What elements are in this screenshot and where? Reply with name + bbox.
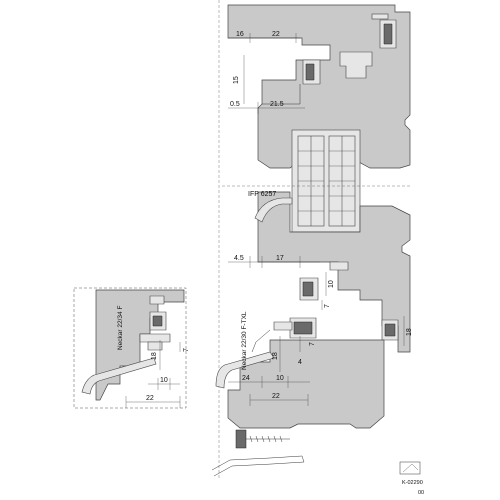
top-sash-profile [227,4,411,169]
dim-0-5: 0.5 [230,101,240,108]
detail-dim-10: 10 [160,377,168,384]
label-ifp-6257: IFP 6257 [248,191,276,198]
dim-7-right: 7 [324,304,331,308]
drawing-code: K-02290 [402,480,423,486]
dim-21-5: 21.5 [270,101,284,108]
title-block: K-02290 00 [399,461,424,496]
dim-22-top: 22 [272,31,280,38]
dim-4: 4 [298,359,302,366]
glazing-unit [222,129,410,233]
top-dimensions: 16 22 15 0.5 21.5 [228,31,305,114]
dim-10-right: 10 [328,280,335,288]
dim-10-bottom: 10 [276,375,284,382]
dim-7-mid: 7 [309,342,316,346]
middle-dimensions: 4.5 17 10 7 18 [228,255,413,346]
dim-22-bottom: 22 [272,393,280,400]
dim-15: 15 [233,76,240,84]
detail-dim-7: 7 [183,348,190,352]
middle-frame-profile [257,191,411,353]
dim-18-mid: 18 [272,352,279,360]
label-neckar-main: Neckar 22/30 F-TXL [241,311,248,370]
drawing-revision: 00 [418,490,424,496]
dim-18-right: 18 [406,328,413,336]
ifp-seal: IFP 6257 [248,191,293,223]
detail-dim-18: 18 [151,352,158,360]
label-neckar-detail: Neckar 22/34 F [117,306,124,350]
detail-view: Neckar 22/34 F 18 7 10 22 [73,287,190,409]
dim-17: 17 [276,255,284,262]
detail-dim-22: 22 [146,395,154,402]
bottom-dimensions: 18 7 4 24 10 22 [228,336,316,406]
dim-24: 24 [242,375,250,382]
dim-16: 16 [236,31,244,38]
dim-4-5: 4.5 [234,255,244,262]
fixing-screw [211,429,305,477]
bottom-frame-profile [215,317,385,429]
